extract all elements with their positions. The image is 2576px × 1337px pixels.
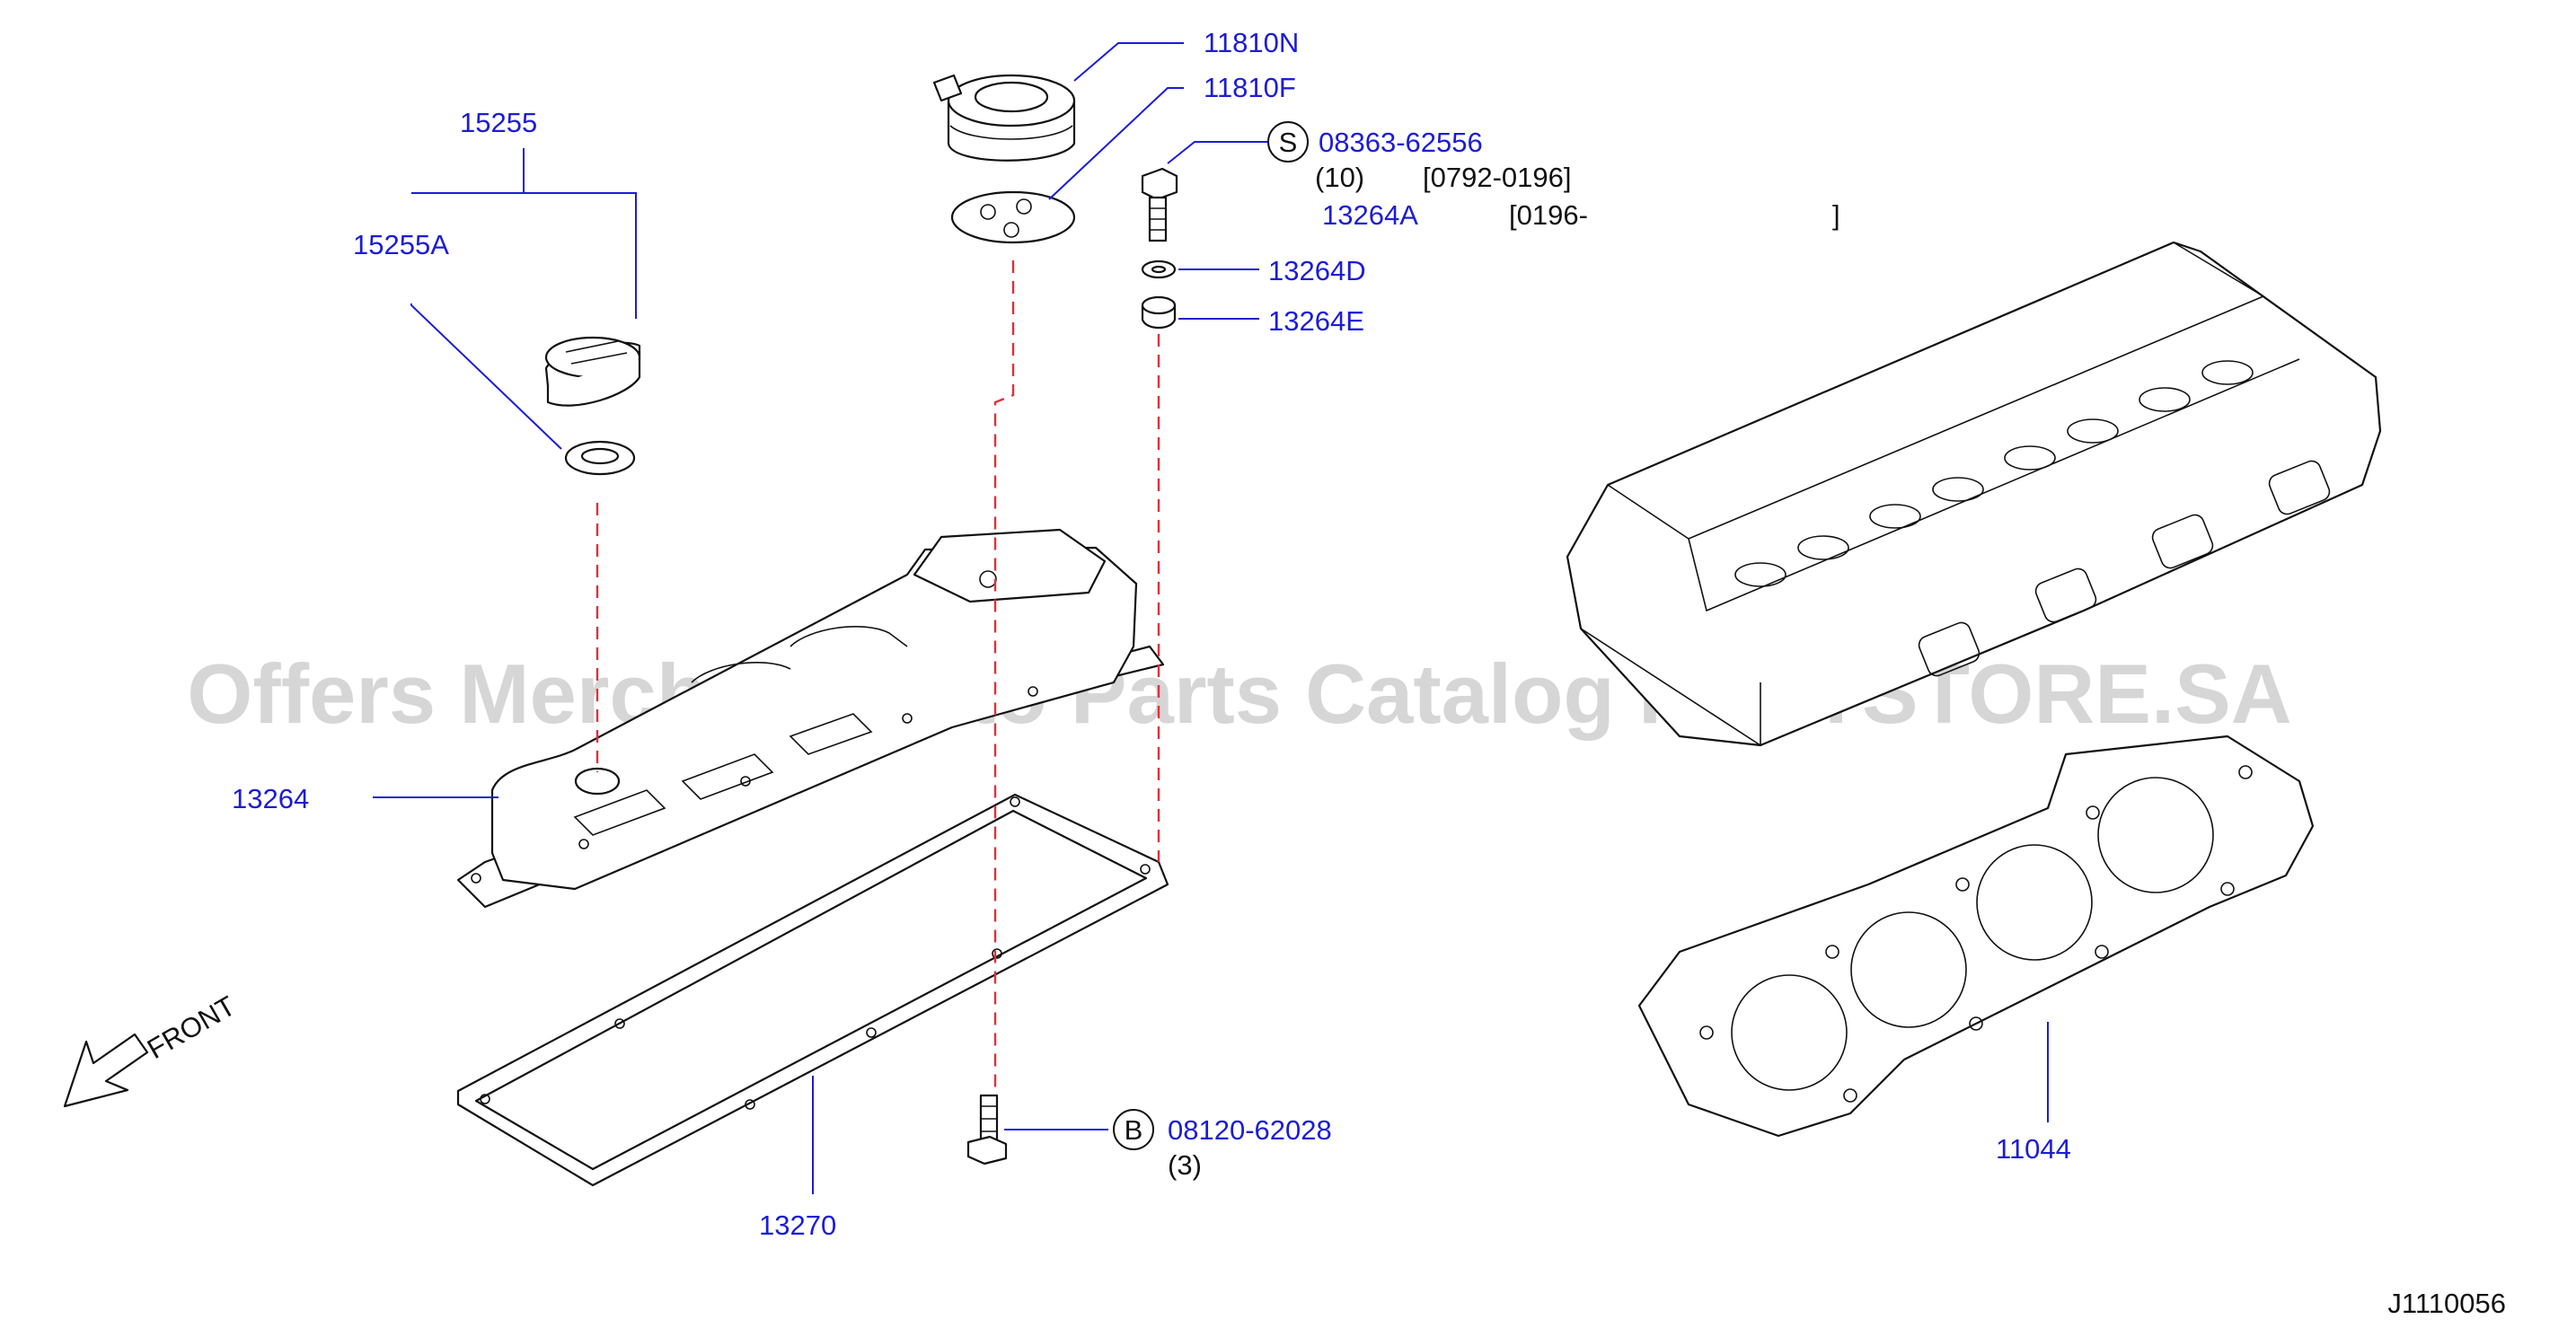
- part-number-13264A[interactable]: 13264A: [1322, 199, 1418, 231]
- part-number-08363-62556[interactable]: 08363-62556: [1319, 127, 1483, 158]
- part-number-13264E[interactable]: 13264E: [1268, 305, 1364, 337]
- bolt-s-callout[interactable]: S 08363-62556: [1267, 121, 1483, 163]
- part-number-11810F[interactable]: 11810F: [1204, 72, 1296, 103]
- washer-13264D-illustration[interactable]: [1141, 259, 1177, 279]
- bottom-bolt-illustration[interactable]: [966, 1094, 1008, 1165]
- bolt-b-symbol: B: [1125, 1114, 1143, 1146]
- front-arrow-icon: [63, 1033, 149, 1108]
- cylinder-head-illustration[interactable]: [1566, 241, 2382, 747]
- part-number-15255[interactable]: 15255: [460, 107, 537, 138]
- part-number-15255A[interactable]: 15255A: [353, 229, 449, 260]
- leader-lines: [373, 42, 2049, 1194]
- cylinder-head-valve-bores: [1734, 360, 2254, 587]
- front-label: FRONT: [142, 990, 241, 1065]
- cylinder-head-ports: [1918, 460, 2331, 677]
- part-number-13264D[interactable]: 13264D: [1268, 255, 1366, 286]
- oil-filler-cap-illustration[interactable]: [544, 336, 641, 407]
- bolt-s-date-range: [0792-0196]: [1423, 162, 1571, 193]
- head-gasket-illustration[interactable]: [1637, 734, 2315, 1138]
- bolt-s-symbol: S: [1279, 127, 1298, 158]
- part-number-11810N[interactable]: 11810N: [1204, 27, 1299, 58]
- bolt-b-callout[interactable]: B 08120-62028: [1113, 1109, 1332, 1150]
- part-number-13264[interactable]: 13264: [232, 783, 309, 814]
- rocker-cover-illustration[interactable]: [456, 528, 1165, 909]
- bolt-b-quantity: (3): [1168, 1149, 1202, 1181]
- alt-date-open: [0196-: [1509, 199, 1588, 231]
- breather-cap-illustration[interactable]: [932, 74, 1076, 162]
- cap-gasket-illustration[interactable]: [564, 440, 636, 476]
- part-number-11044[interactable]: 11044: [1996, 1133, 2071, 1165]
- alt-date-close: ]: [1832, 199, 1840, 231]
- grommet-13264E-illustration[interactable]: [1141, 295, 1177, 330]
- alignment-guides: [595, 260, 1160, 1091]
- bolt-s-quantity: (10): [1315, 162, 1364, 193]
- diagram-code: J1110056: [2387, 1288, 2506, 1319]
- cover-bolt-illustration[interactable]: [1141, 167, 1178, 242]
- part-number-08120-62028[interactable]: 08120-62028: [1168, 1114, 1332, 1146]
- rocker-cover-gasket-illustration[interactable]: [456, 793, 1169, 1187]
- breather-gasket-illustration[interactable]: [950, 190, 1076, 244]
- part-number-13270[interactable]: 13270: [759, 1209, 836, 1241]
